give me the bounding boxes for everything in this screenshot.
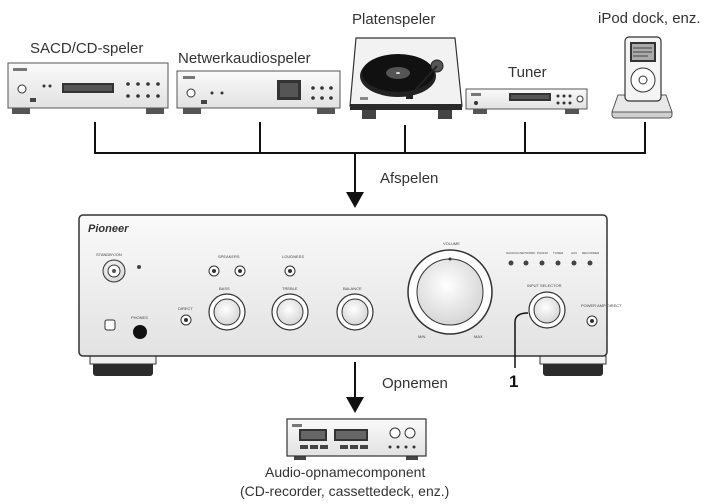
amplifier: Pioneer STANDBY/ON PHONES DIRECT SPEAKER… [78,214,622,376]
input-indicator-row [508,260,593,266]
svg-text:PHONO: PHONO [537,251,549,255]
svg-text:POWER AMP DIRECT: POWER AMP DIRECT [581,303,622,308]
label-sacd-player: SACD/CD-speler [30,40,144,57]
callout-leader [514,312,529,368]
callout-number: 1 [509,372,519,391]
svg-text:AUX: AUX [571,251,577,255]
svg-text:BASS: BASS [219,286,230,291]
label-ipod-dock: iPod dock, enz. [598,10,701,27]
label-network-player: Netwerkaudiospeler [178,50,311,67]
label-recorder-line2: (CD-recorder, cassettedeck, enz.) [240,483,450,499]
recording-component [286,418,427,460]
svg-text:STANDBY/ON: STANDBY/ON [96,252,122,257]
amp-brand-logo: Pioneer [88,223,129,235]
svg-text:TREBLE: TREBLE [282,286,298,291]
svg-text:RECORDER: RECORDER [582,251,600,255]
label-record: Opnemen [382,375,448,392]
svg-text:BALANCE: BALANCE [343,286,362,291]
svg-text:DIRECT: DIRECT [178,306,193,311]
label-turntable: Platenspeler [352,11,436,28]
svg-text:INPUT SELECTOR: INPUT SELECTOR [527,283,562,288]
svg-text:LOUDNESS: LOUDNESS [282,254,304,259]
svg-text:NETWORK: NETWORK [520,251,535,255]
tuner [465,88,588,114]
label-tuner: Tuner [508,64,547,81]
svg-text:SPEAKERS: SPEAKERS [218,254,240,259]
playback-arrowhead [346,192,364,208]
svg-text:MIN: MIN [418,334,425,339]
svg-text:VOLUME: VOLUME [443,241,460,246]
sacd-player [7,62,169,114]
svg-text:MAX: MAX [474,334,483,339]
playback-connector [94,122,646,192]
turntable [349,37,463,119]
ipod-dock [611,36,673,119]
label-recorder-line1: Audio-opnamecomponent [265,464,426,480]
svg-text:SACD/CD: SACD/CD [506,251,520,255]
record-arrowhead [346,397,364,413]
svg-text:TUNER: TUNER [553,251,564,255]
label-playback: Afspelen [380,170,439,187]
svg-text:PHONES: PHONES [131,315,148,320]
network-player [176,70,341,114]
